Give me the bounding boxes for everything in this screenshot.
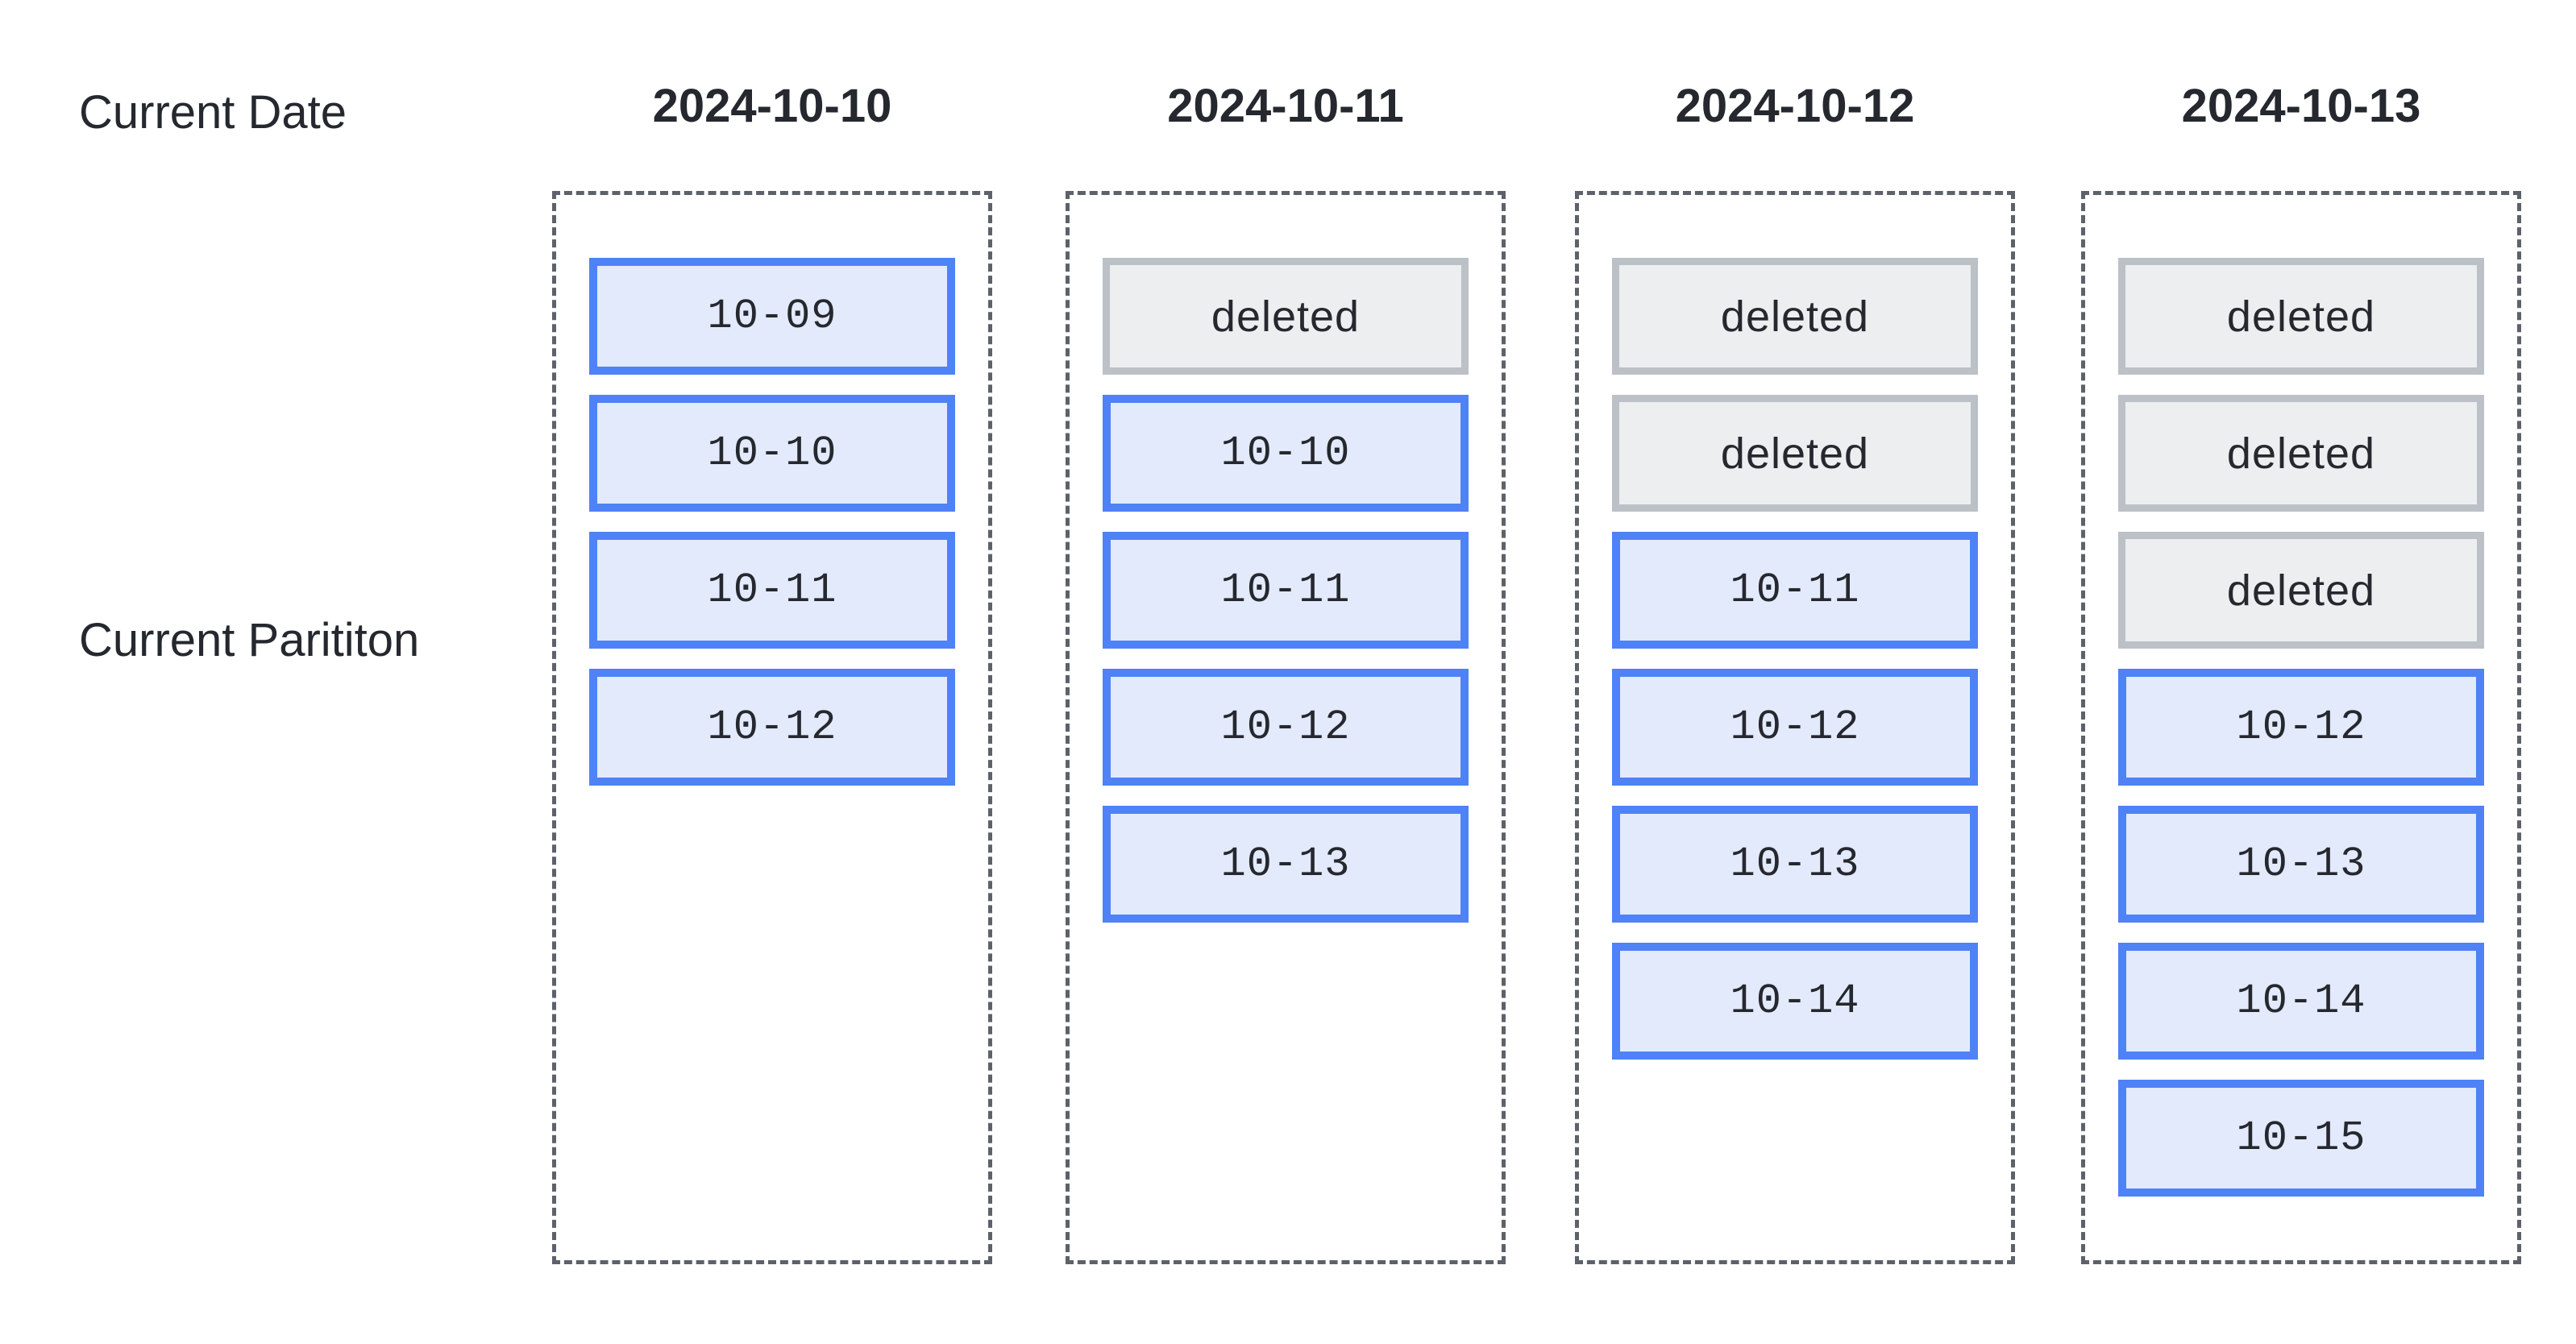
partition-frame: 10-09 10-10 10-11 10-12 [552, 191, 992, 1264]
partition-box: deleted [1612, 395, 1978, 512]
current-partition-label: Current Parititon [79, 614, 420, 666]
partition-box: 10-14 [1612, 943, 1978, 1060]
partition-box: 10-15 [2118, 1080, 2484, 1197]
partition-box: 10-11 [589, 532, 955, 649]
partition-box: deleted [2118, 258, 2484, 375]
current-date-label: Current Date [79, 86, 347, 139]
partition-box: 10-09 [589, 258, 955, 375]
column-header-date: 2024-10-10 [652, 80, 892, 132]
partition-box: 10-12 [2118, 669, 2484, 786]
column-header-date: 2024-10-12 [1675, 80, 1915, 132]
partition-column-2024-10-10: 2024-10-10 10-09 10-10 10-11 10-12 [552, 0, 992, 1344]
partition-column-2024-10-13: 2024-10-13 deleted deleted deleted 10-12… [2081, 0, 2521, 1344]
column-header-date: 2024-10-11 [1167, 80, 1404, 132]
partition-box: 10-13 [2118, 806, 2484, 923]
partition-frame: deleted deleted deleted 10-12 10-13 10-1… [2081, 191, 2521, 1264]
column-header-date: 2024-10-13 [2181, 80, 2421, 132]
partition-box: 10-12 [589, 669, 955, 786]
partition-box: deleted [1103, 258, 1469, 375]
partition-box: 10-11 [1612, 532, 1978, 649]
partition-box: 10-14 [2118, 943, 2484, 1060]
partition-box: 10-10 [589, 395, 955, 512]
partition-frame: deleted deleted 10-11 10-12 10-13 10-14 [1575, 191, 2015, 1264]
partition-box: deleted [1612, 258, 1978, 375]
partition-box: 10-11 [1103, 532, 1469, 649]
partition-column-2024-10-12: 2024-10-12 deleted deleted 10-11 10-12 1… [1575, 0, 2015, 1344]
partition-box: 10-13 [1612, 806, 1978, 923]
partition-box: 10-12 [1103, 669, 1469, 786]
partition-frame: deleted 10-10 10-11 10-12 10-13 [1066, 191, 1506, 1264]
partition-column-2024-10-11: 2024-10-11 deleted 10-10 10-11 10-12 10-… [1066, 0, 1506, 1344]
partition-box: deleted [2118, 532, 2484, 649]
partition-box: 10-12 [1612, 669, 1978, 786]
partition-box: 10-10 [1103, 395, 1469, 512]
partition-box: deleted [2118, 395, 2484, 512]
partition-box: 10-13 [1103, 806, 1469, 923]
